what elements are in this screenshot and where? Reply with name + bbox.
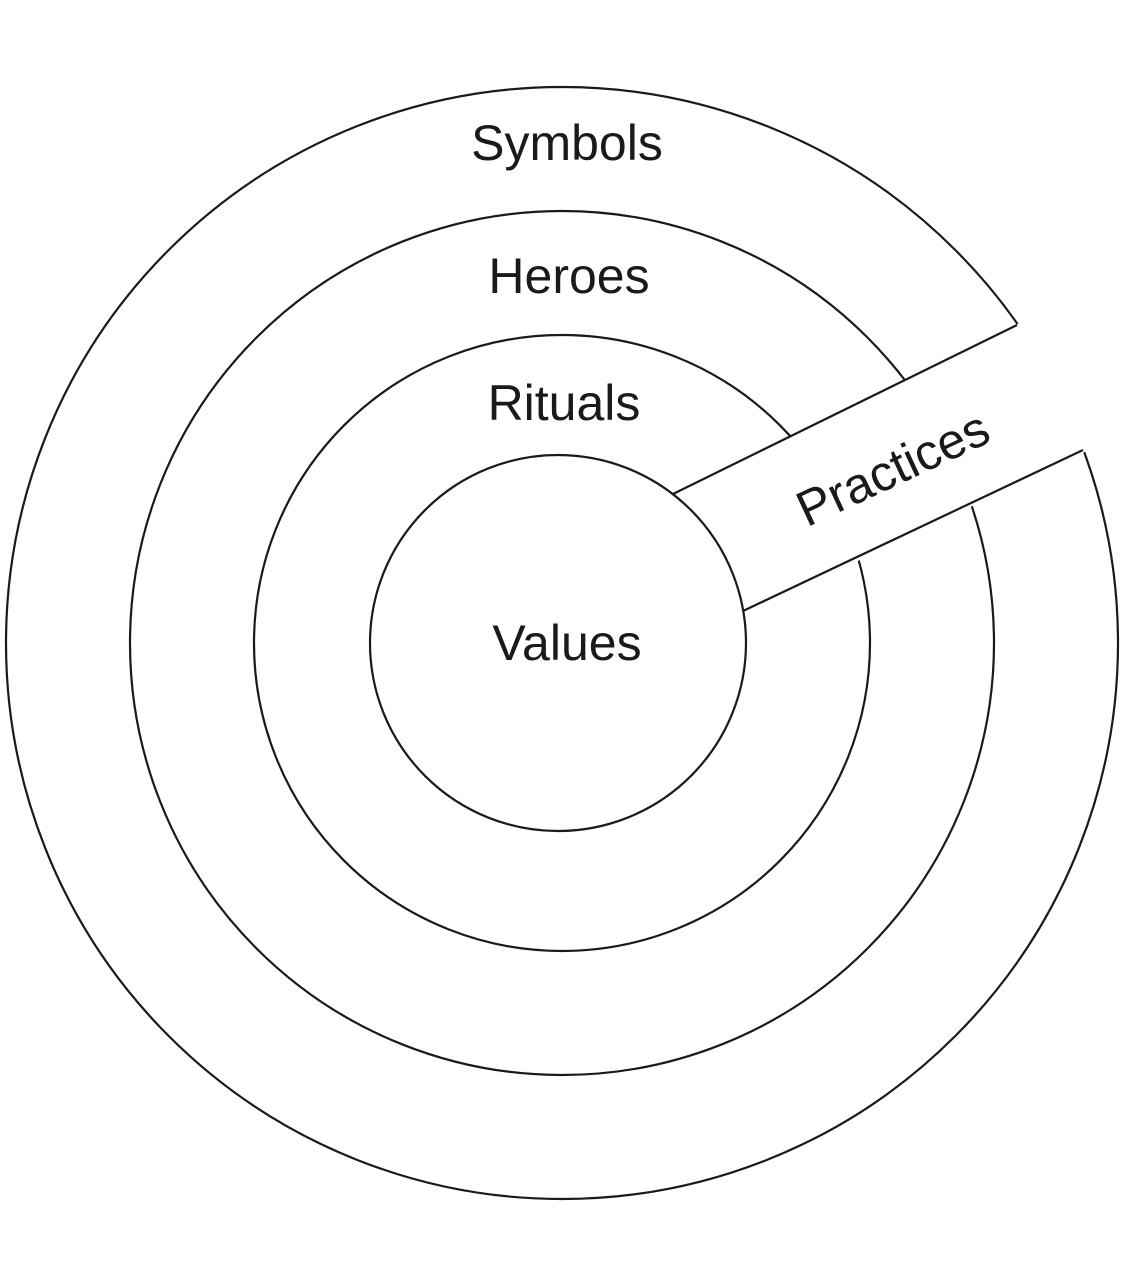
rituals-ring [252, 333, 872, 953]
practices-band-fill [660, 318, 1093, 620]
values-label: Values [492, 615, 641, 671]
symbols-label: Symbols [471, 115, 663, 171]
practices-band-top-edge [672, 324, 1018, 495]
heroes-ring [128, 209, 996, 1077]
practices-band-bottom-edge [742, 449, 1084, 612]
values-core [368, 453, 748, 833]
rituals-label: Rituals [488, 375, 641, 431]
heroes-label: Heroes [488, 248, 649, 304]
symbols-ring [4, 85, 1120, 1201]
